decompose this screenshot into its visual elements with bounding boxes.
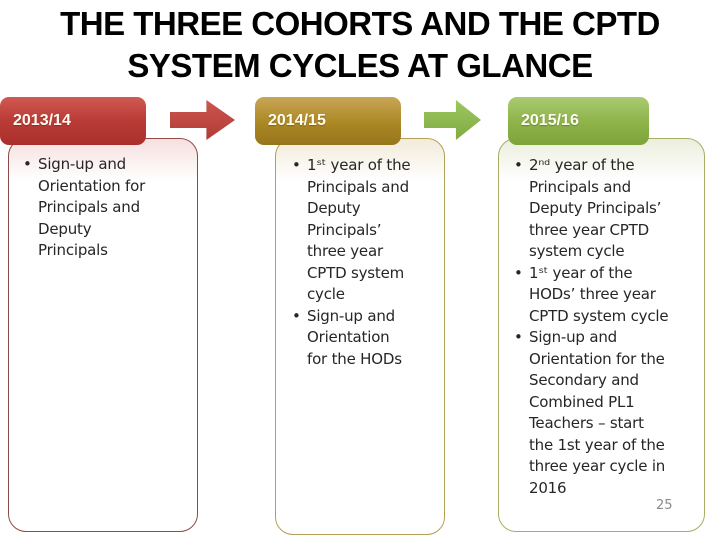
title-line-1: THE THREE COHORTS AND THE CPTD — [60, 5, 660, 42]
slide-title: THE THREE COHORTS AND THE CPTD SYSTEM CY… — [0, 3, 720, 87]
cohort-header-2014-15: 2014/15 — [255, 97, 401, 145]
bullet-item: 1ˢᵗ year of the Principals and Deputy Pr… — [290, 155, 436, 306]
bullet-list: 1ˢᵗ year of the Principals and Deputy Pr… — [290, 155, 436, 370]
bullet-list: 2ⁿᵈ year of the Principals and Deputy Pr… — [512, 155, 696, 499]
bullet-item: 1ˢᵗ year of the HODs’ three year CPTD sy… — [512, 263, 696, 328]
right-arrow-icon — [424, 100, 481, 140]
bullet-item: Sign-up and Orientation for Principals a… — [21, 154, 189, 262]
bullet-item: Sign-up and Orientation for the Secondar… — [512, 327, 696, 499]
bullet-list: Sign-up and Orientation for Principals a… — [21, 154, 189, 262]
bullet-item: Sign-up and Orientation for the HODs — [290, 306, 436, 371]
bullet-item: 2ⁿᵈ year of the Principals and Deputy Pr… — [512, 155, 696, 263]
cohort-card-2014-15: 1ˢᵗ year of the Principals and Deputy Pr… — [275, 138, 445, 535]
right-arrow-icon — [170, 100, 235, 140]
page-number: 25 — [656, 498, 673, 513]
cohort-header-2015-16: 2015/16 — [508, 97, 649, 145]
cohort-header-2013-14: 2013/14 — [0, 97, 146, 145]
title-line-2: SYSTEM CYCLES AT GLANCE — [127, 47, 593, 84]
cohort-card-2015-16: 2ⁿᵈ year of the Principals and Deputy Pr… — [498, 138, 705, 532]
cohort-card-2013-14: Sign-up and Orientation for Principals a… — [8, 138, 198, 532]
